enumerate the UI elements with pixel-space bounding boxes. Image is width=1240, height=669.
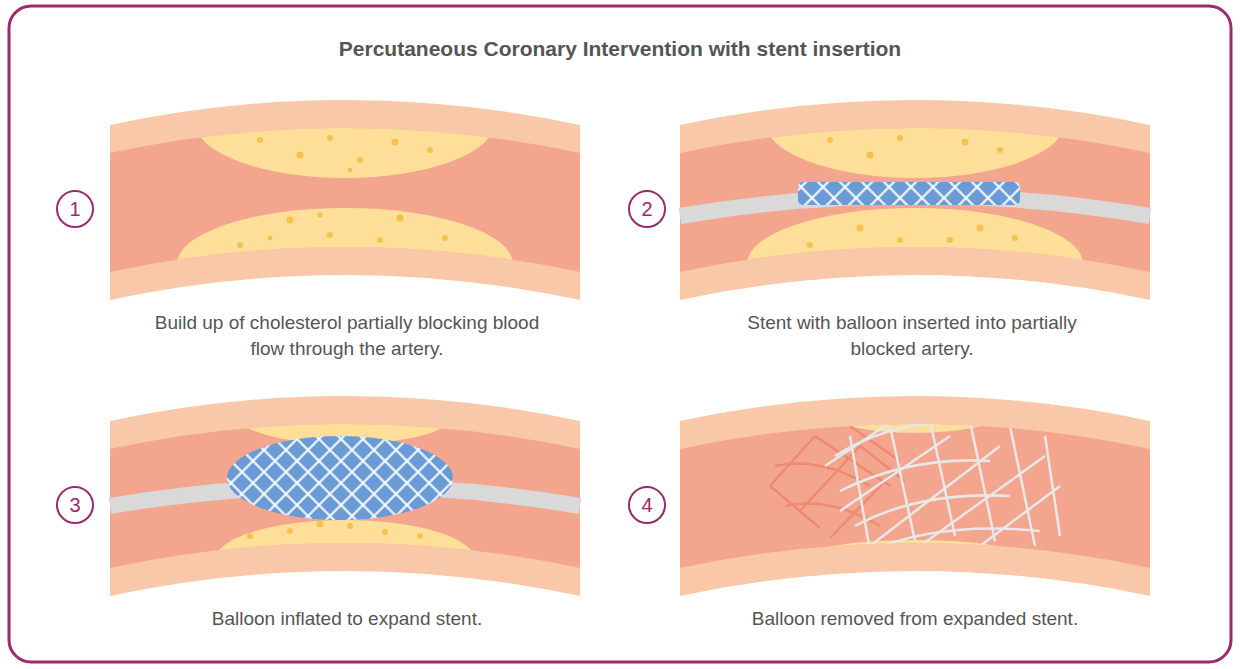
callout-number: 1 xyxy=(56,190,94,228)
plaque-top xyxy=(765,66,1065,178)
artery-panel xyxy=(680,389,1150,596)
outer-frame xyxy=(9,6,1231,662)
plaque xyxy=(177,66,513,320)
expanded-stent xyxy=(770,416,1060,551)
plaque-bottom xyxy=(790,540,1040,588)
compressed-stent xyxy=(798,182,1020,205)
artery-lumen xyxy=(680,424,1150,568)
plaque-bottom xyxy=(177,208,513,320)
artery-panel xyxy=(110,66,580,320)
callout-number: 3 xyxy=(56,486,94,524)
plaque-dots xyxy=(237,126,448,249)
callout-number: 4 xyxy=(628,486,666,524)
diagram-title: Percutaneous Coronary Intervention with … xyxy=(0,37,1240,61)
plaque-dots xyxy=(247,521,423,540)
panel-caption: Stent with balloon inserted into partial… xyxy=(742,310,1082,362)
plaque xyxy=(215,384,475,600)
callout-number: 2 xyxy=(628,190,666,228)
panel-caption: Build up of cholesterol partially blocki… xyxy=(137,310,557,362)
inflated-balloon-stent xyxy=(227,436,453,520)
callout-text: 3 xyxy=(69,494,80,517)
plaque-bottom xyxy=(747,208,1083,320)
plaque-bottom xyxy=(215,520,475,600)
callout-text: 2 xyxy=(641,198,652,221)
panel-caption: Balloon inflated to expand stent. xyxy=(97,606,597,632)
callout-text: 4 xyxy=(641,494,652,517)
artery-panel xyxy=(110,384,580,600)
stent-front-mesh xyxy=(825,416,1060,551)
artery-panel xyxy=(680,66,1150,320)
artery-wall xyxy=(680,396,1150,596)
callout-text: 1 xyxy=(69,198,80,221)
plaque-top xyxy=(195,66,495,178)
plaque xyxy=(790,389,1040,588)
artery-lumen xyxy=(110,424,580,568)
panel-caption: Balloon removed from expanded stent. xyxy=(665,606,1165,632)
plaque-top xyxy=(235,384,455,444)
